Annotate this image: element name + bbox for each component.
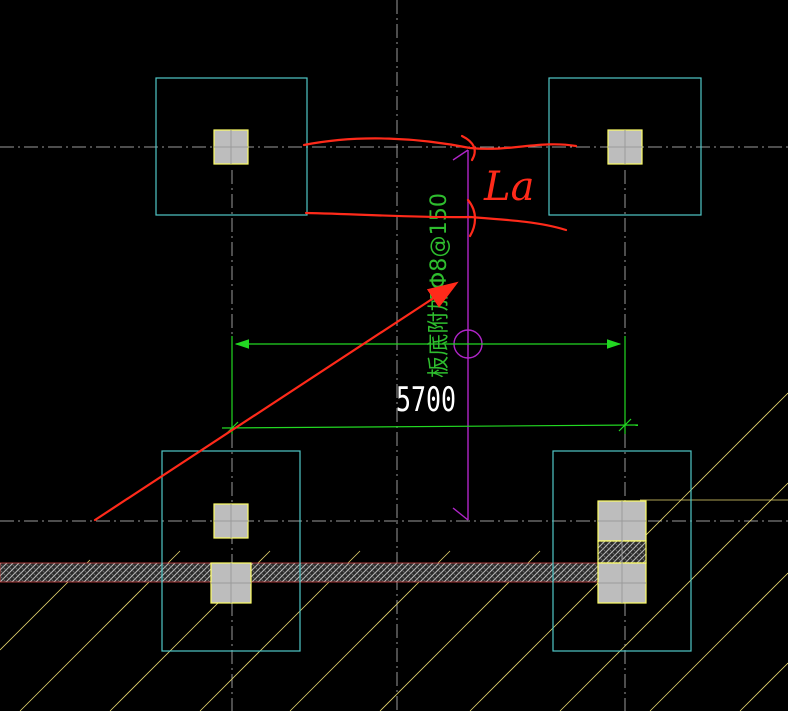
handwritten-note: La: [483, 164, 534, 210]
markup-bottom-stroke: [304, 211, 568, 232]
rebar-line: [452, 149, 483, 521]
foundation-top-left: [155, 77, 308, 216]
dimension-baseline: [221, 424, 639, 429]
markup-leader-arrow: [93, 281, 459, 522]
foundation-outlines: [155, 77, 702, 652]
red-markup: [93, 134, 578, 522]
markup-top-stroke: [302, 137, 578, 150]
rebar-annotation: 板底附加Φ8@150: [427, 193, 452, 378]
markup-top-bracket: [460, 134, 476, 162]
diagonal-hatch: [0, 392, 788, 711]
foundation-bottom-right: [552, 450, 692, 652]
foundation-top-right: [548, 77, 702, 216]
dimension: [221, 336, 639, 435]
dimension-value: 5700: [396, 380, 456, 420]
column-center-marks: [211, 130, 646, 603]
foundation-bottom-left: [161, 450, 301, 652]
markup-bottom-bracket: [466, 198, 477, 238]
